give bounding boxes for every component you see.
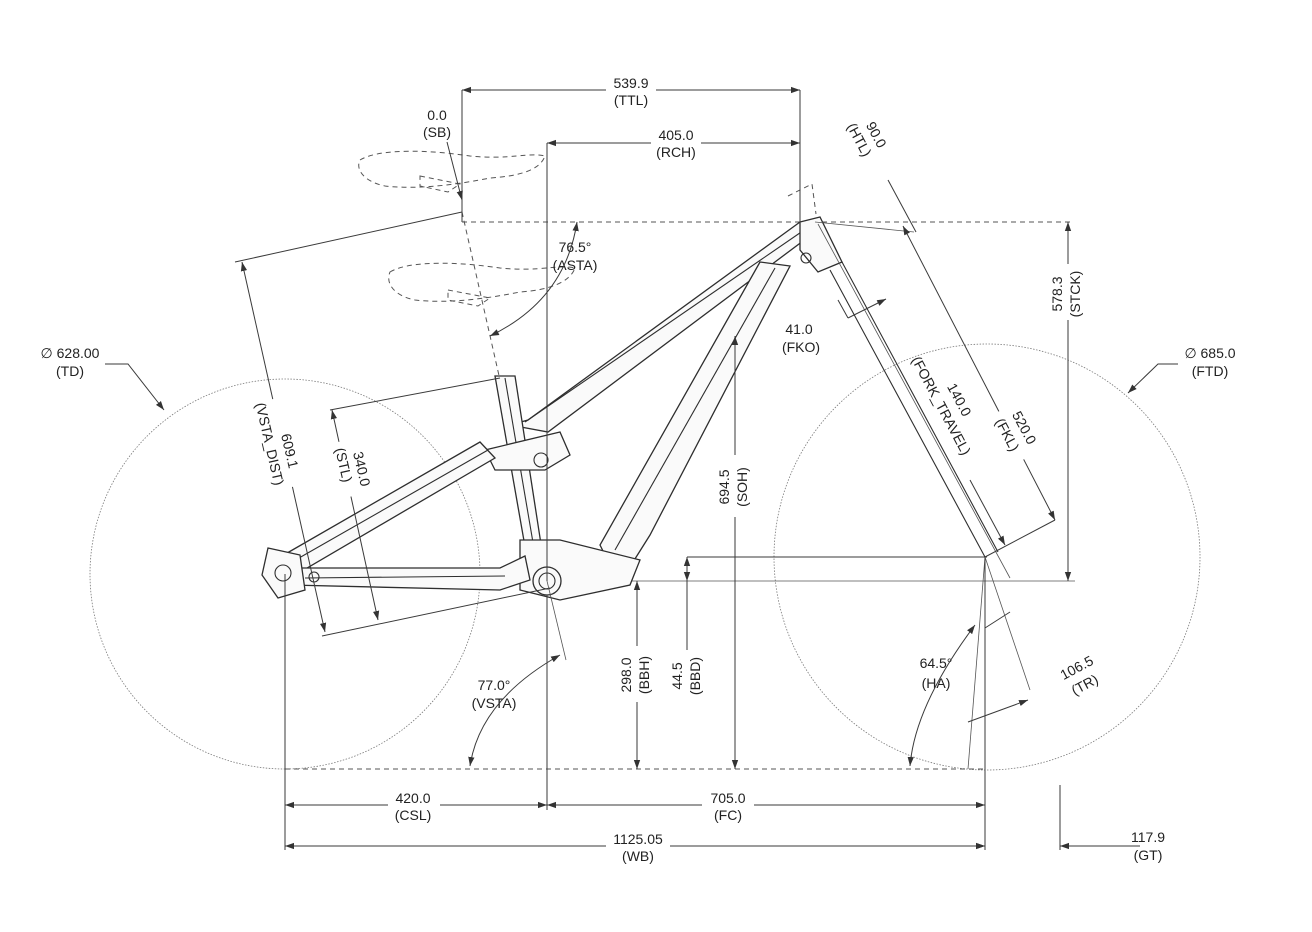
vsta-code: (VSTA) [472, 695, 517, 711]
td-code: (TD) [56, 363, 84, 379]
ftd-value: ∅ 685.0 [1184, 345, 1235, 361]
seatpost-axis [461, 211, 501, 381]
fko-code: (FKO) [782, 339, 820, 355]
stl-value: 340.0 [350, 450, 374, 488]
bbh-value: 298.0 [618, 657, 634, 692]
bbh-code: (BBH) [636, 656, 652, 694]
bbd-code: (BBD) [687, 657, 703, 695]
fc-value: 705.0 [710, 790, 745, 806]
ha-axis [984, 556, 1031, 691]
soh-value: 694.5 [716, 469, 732, 504]
fko-value: 41.0 [785, 321, 812, 337]
gt-code: (GT) [1134, 847, 1163, 863]
wb-value: 1125.05 [613, 831, 663, 847]
csl-code: (CSL) [395, 807, 432, 823]
vsta-dist-value: 609.1 [278, 432, 302, 470]
bike-frame [261, 216, 999, 601]
ha-code: (HA) [922, 675, 951, 691]
head-extension [814, 221, 915, 233]
fc-code: (FC) [714, 807, 742, 823]
wb-code: (WB) [622, 848, 654, 864]
asta-value: 76.5° [559, 239, 592, 255]
ttl-value: 539.9 [613, 75, 648, 91]
ftd-code: (FTD) [1192, 363, 1229, 379]
fork-axis [817, 223, 1011, 579]
td-value: ∅ 628.00 [41, 345, 100, 361]
soh-code: (SOH) [734, 467, 750, 507]
asta-code: (ASTA) [553, 257, 598, 273]
stck-value: 578.3 [1049, 276, 1065, 311]
htl-dashed [787, 183, 817, 215]
ttl-code: (TTL) [614, 92, 648, 108]
rch-value: 405.0 [658, 127, 693, 143]
ha-value: 64.5° [920, 655, 953, 671]
ha-axis-ground [967, 556, 986, 770]
stl-code: (STL) [332, 446, 355, 484]
stck-code: (STCK) [1067, 271, 1083, 318]
saddle-upper [358, 150, 546, 193]
bbd-value: 44.5 [669, 662, 685, 689]
sb-value: 0.0 [427, 107, 447, 123]
sb-code: (SB) [423, 124, 451, 140]
gt-value: 117.9 [1131, 829, 1165, 845]
rch-code: (RCH) [656, 144, 696, 160]
csl-value: 420.0 [395, 790, 430, 806]
vsta-value: 77.0° [478, 677, 511, 693]
